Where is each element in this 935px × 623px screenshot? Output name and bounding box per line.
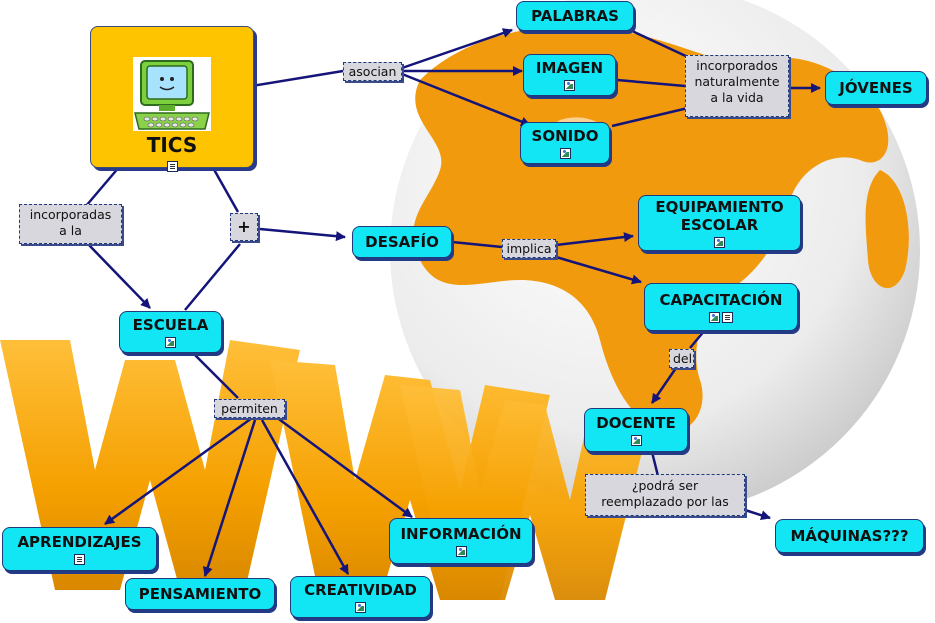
link-permiten-aprendizajes [105,418,252,524]
concept-docente[interactable]: DOCENTE [584,408,688,452]
linking-phrase-asocian[interactable]: asocian [343,62,402,81]
concept-label: SONIDO [532,127,599,145]
image-icon[interactable] [631,435,642,446]
link-podra-maquinas [745,510,770,518]
linking-phrase-del[interactable]: del [669,349,694,368]
link-del-docente [652,368,676,403]
document-icon[interactable] [722,312,733,323]
concept-label: PENSAMIENTO [139,585,262,603]
link-asocian-palabras [402,30,512,68]
concept-label: DESAFÍO [365,233,439,251]
concept-maquinas[interactable]: MÁQUINAS??? [775,519,924,553]
link-palabras-incorporados [630,30,690,58]
concept-label-line1: EQUIPAMIENTO [655,198,783,216]
image-icon[interactable] [709,312,720,323]
link-implica-equipamiento [556,236,633,245]
link-tics-asocian [252,71,343,86]
concept-label: PALABRAS [531,7,619,25]
concept-jovenes[interactable]: JÓVENES [825,71,927,105]
concept-palabras[interactable]: PALABRAS [516,1,634,31]
linking-phrase-podra[interactable]: ¿podrá ser reemplazado por las [585,474,745,516]
concept-label: TICS [91,133,253,157]
link-plus-desafio [260,229,345,237]
concept-label: MÁQUINAS??? [790,527,908,545]
link-permiten-informacion [272,414,412,517]
linking-phrase-incorporados[interactable]: incorporados naturalmente a la vida [685,55,789,117]
concept-aprendizajes[interactable]: APRENDIZAJES [2,527,157,571]
linking-phrase-permiten[interactable]: permiten [214,399,285,418]
concept-creatividad[interactable]: CREATIVIDAD [290,576,431,618]
link-permiten-creatividad [262,420,348,574]
image-icon[interactable] [456,546,467,557]
link-escuela-plus [185,244,240,310]
concept-pensamiento[interactable]: PENSAMIENTO [125,578,275,610]
image-icon[interactable] [564,80,575,91]
image-icon[interactable] [355,602,366,613]
concept-label: INFORMACIÓN [400,525,521,543]
link-docente-podra [652,452,658,476]
concept-label: CREATIVIDAD [304,581,417,599]
concept-label: JÓVENES [839,79,912,97]
concept-label: IMAGEN [536,59,603,77]
link-permiten-pensamiento [205,420,255,576]
concept-label-line2: ESCOLAR [681,216,759,234]
link-tics-plus [212,166,238,212]
concept-label: ESCUELA [133,316,209,334]
link-imagen-incorporados [617,80,685,86]
concept-label: APRENDIZAJES [17,533,141,551]
link-incorporadas-escuela [88,244,150,308]
link-desafio-implica [452,242,502,247]
link-escuela-permiten [188,348,238,398]
concept-tics[interactable]: TICS [90,26,254,168]
image-icon[interactable] [560,148,571,159]
concept-label: CAPACITACIÓN [659,291,782,309]
image-icon[interactable] [165,337,176,348]
computer-clipart-icon [131,55,213,133]
concept-desafio[interactable]: DESAFÍO [352,226,452,258]
link-tics-incorporadas [86,166,120,206]
document-icon[interactable] [74,554,85,565]
concept-equipamiento-escolar[interactable]: EQUIPAMIENTO ESCOLAR [638,195,801,251]
linking-phrase-incorporadas[interactable]: incorporadas a la [19,204,122,244]
linking-phrase-plus[interactable]: + [230,213,258,241]
document-icon[interactable] [167,161,178,172]
linking-phrase-implica[interactable]: implica [502,239,556,258]
concept-sonido[interactable]: SONIDO [520,122,610,164]
concept-capacitacion[interactable]: CAPACITACIÓN [644,283,798,331]
link-asocian-sonido [402,74,530,125]
image-icon[interactable] [714,237,725,248]
link-sonido-incorporados [612,108,688,126]
concept-imagen[interactable]: IMAGEN [523,54,616,96]
concept-informacion[interactable]: INFORMACIÓN [389,518,533,564]
link-implica-capacitacion [556,257,641,282]
concept-escuela[interactable]: ESCUELA [119,311,222,353]
concept-label: DOCENTE [596,414,676,432]
